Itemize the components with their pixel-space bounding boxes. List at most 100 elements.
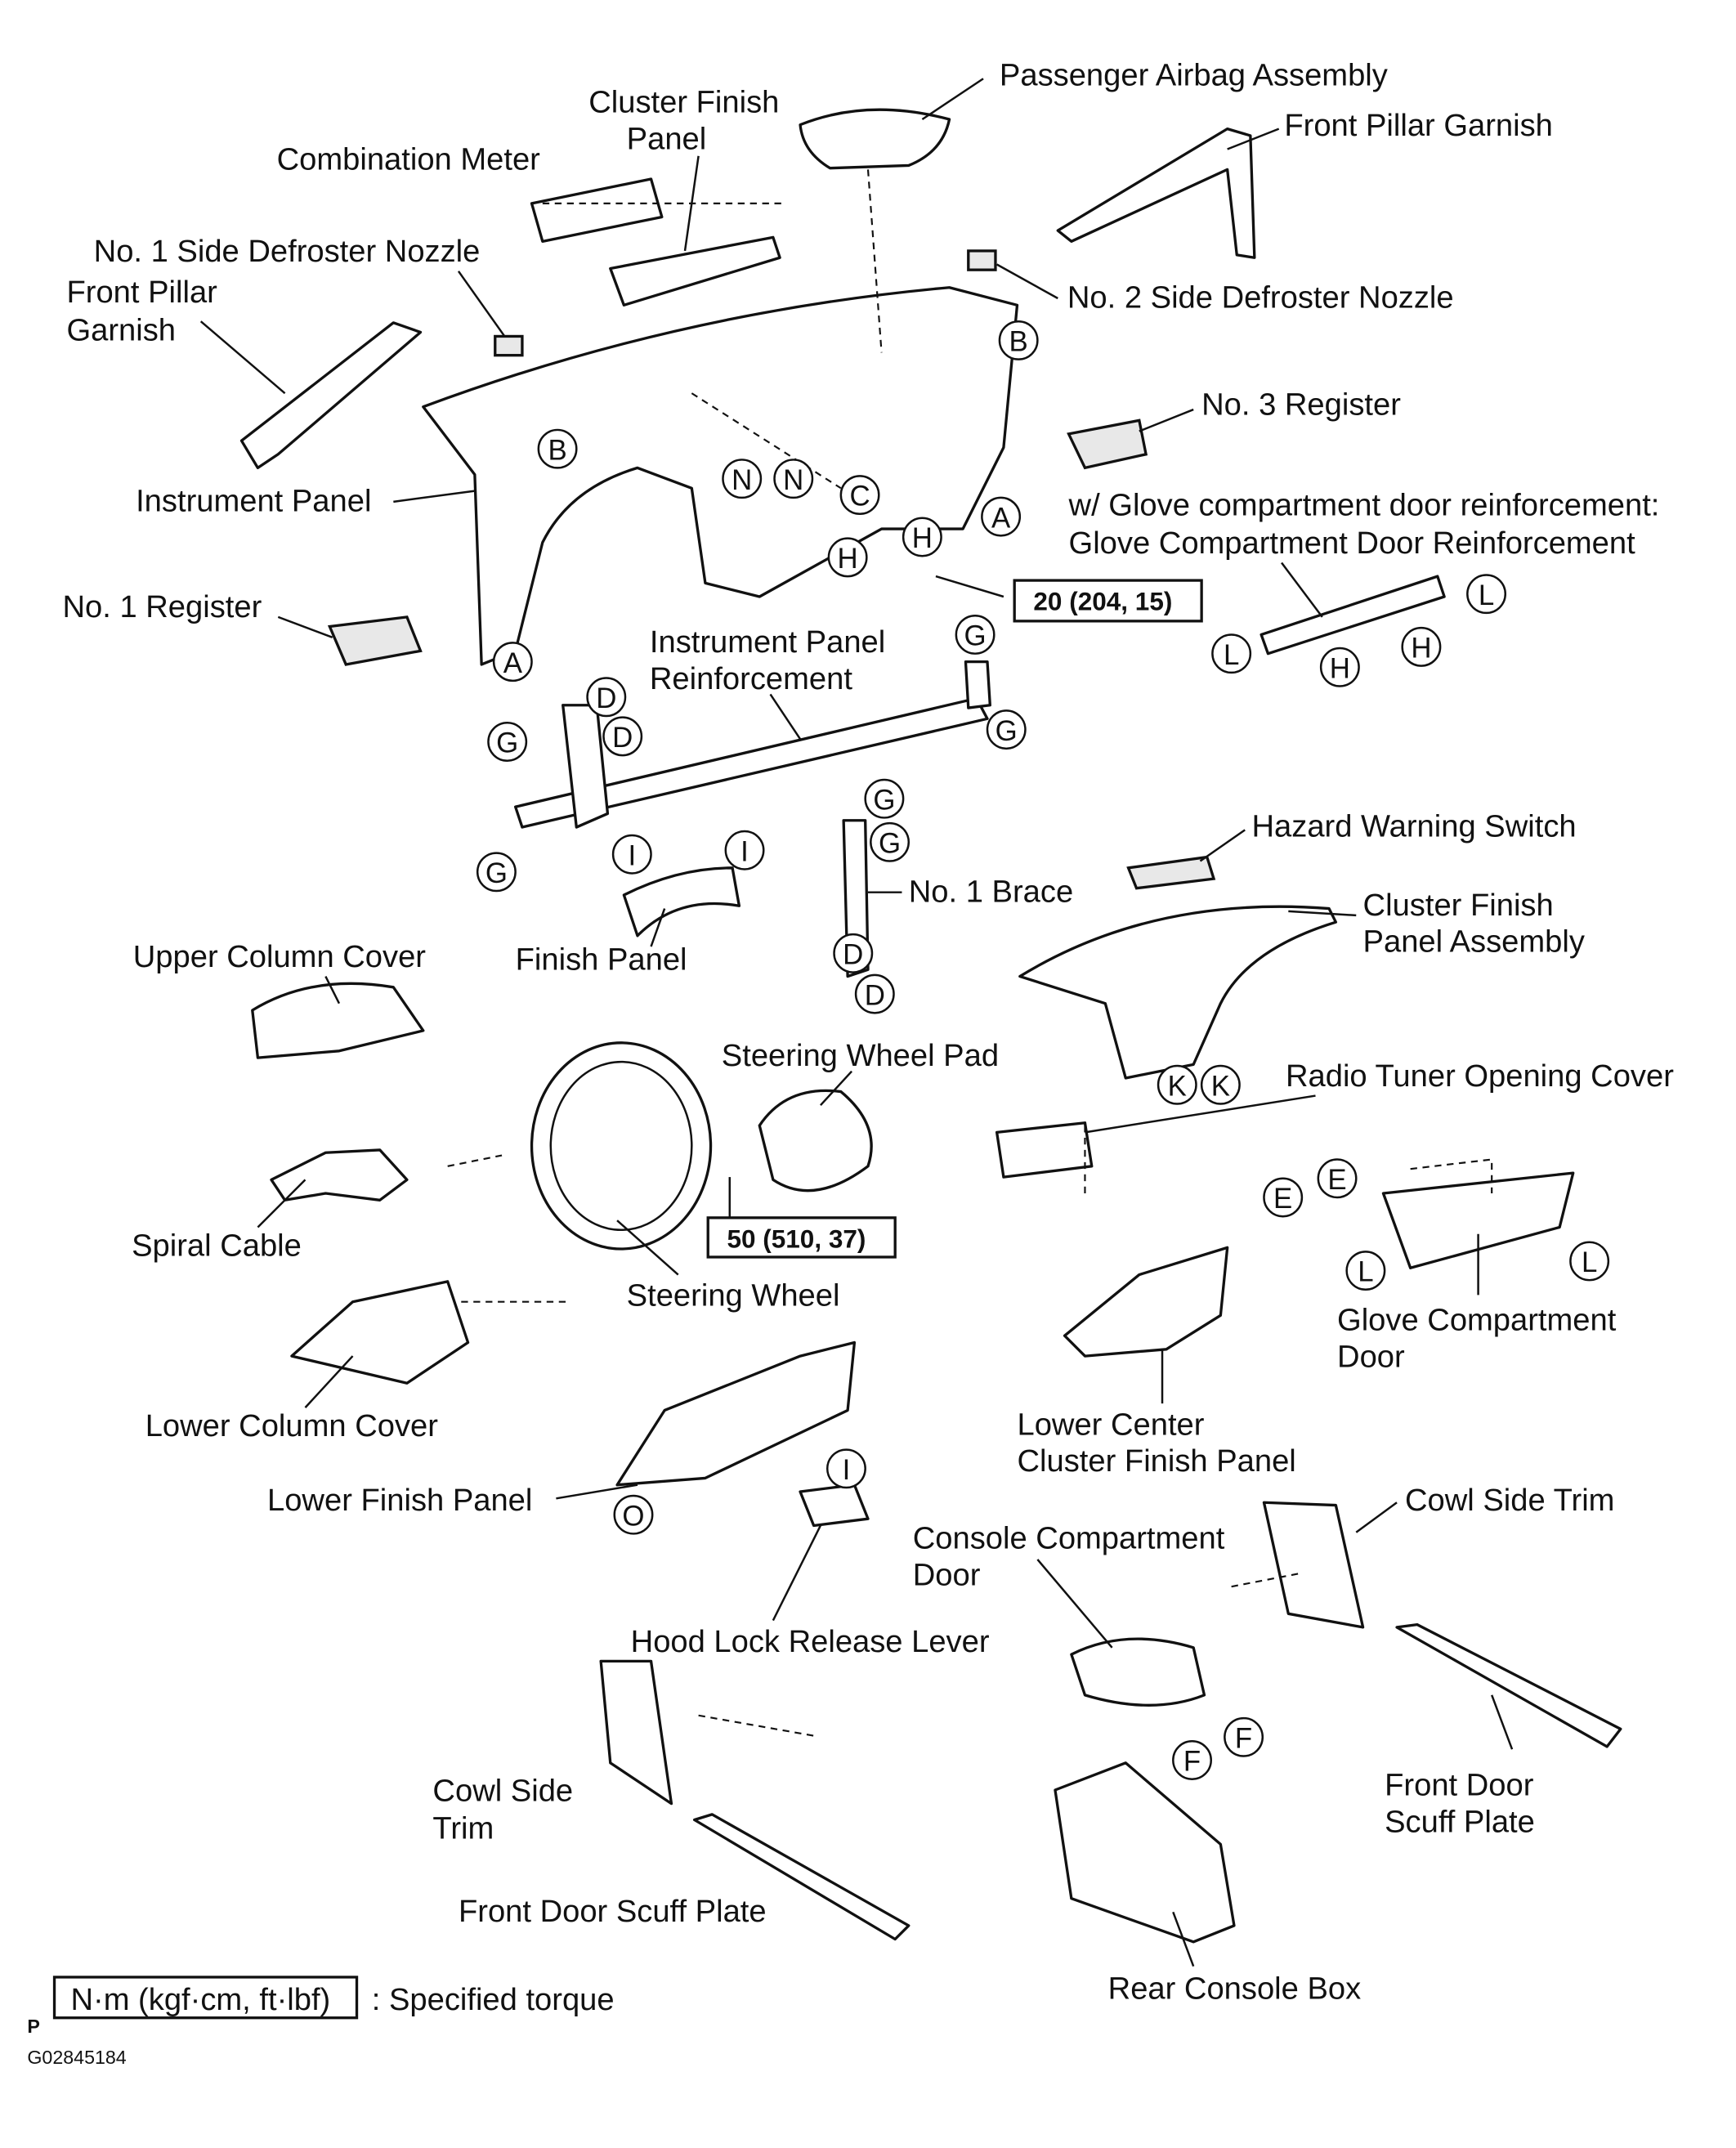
label-no3-register: No. 3 Register bbox=[1201, 387, 1401, 423]
callout-circle bbox=[902, 517, 942, 557]
label-spiral-cable: Spiral Cable bbox=[132, 1228, 302, 1263]
callout-letter: K bbox=[1211, 1070, 1230, 1102]
callout-circle bbox=[955, 614, 996, 655]
label-hood-lock: Hood Lock Release Lever bbox=[631, 1624, 990, 1659]
label-instrument-panel: Instrument Panel bbox=[136, 483, 371, 518]
label-upper-column-cover: Upper Column Cover bbox=[133, 939, 427, 974]
no3-register-shape bbox=[1067, 418, 1148, 470]
label-steering-wheel: Steering Wheel bbox=[627, 1278, 840, 1313]
legend-box bbox=[52, 1976, 359, 2020]
callout-letter: G bbox=[996, 715, 1018, 747]
callout-circle bbox=[1200, 1064, 1241, 1105]
callout-circle bbox=[1263, 1177, 1304, 1218]
callout-circle bbox=[1319, 647, 1360, 687]
callout-letter: E bbox=[1327, 1164, 1346, 1196]
callout-circle bbox=[1466, 574, 1507, 615]
callout-circle bbox=[870, 821, 911, 862]
callout-letter: D bbox=[865, 979, 885, 1011]
label-glove-reinf: Glove Compartment Door Reinforcement bbox=[1069, 526, 1636, 561]
label-scuff-r: Front Door bbox=[1385, 1768, 1534, 1803]
callout-letter: C bbox=[849, 481, 870, 512]
label-cluster-finish-assy-2: Panel Assembly bbox=[1363, 924, 1585, 960]
label-no1-register: No. 1 Register bbox=[63, 589, 262, 624]
callout-circle bbox=[1345, 1251, 1386, 1291]
label-rear-console: Rear Console Box bbox=[1108, 1971, 1362, 2007]
cowl-side-trim-right-shape bbox=[1262, 1501, 1365, 1629]
legend-meaning: : Specified torque bbox=[372, 1982, 615, 2017]
hazard-switch-shape bbox=[1126, 855, 1216, 890]
label-front-pillar-garnish-r: Front Pillar Garnish bbox=[1284, 108, 1553, 143]
label-passenger-airbag: Passenger Airbag Assembly bbox=[1000, 58, 1388, 93]
callout-circle bbox=[611, 834, 652, 875]
label-cluster-finish-assy: Cluster Finish bbox=[1363, 888, 1554, 923]
callout-circle bbox=[1401, 626, 1442, 667]
label-combination-meter: Combination Meter bbox=[277, 141, 541, 177]
label-front-pillar-garnish-l: Front Pillar bbox=[66, 275, 217, 310]
torque-box-ip bbox=[1013, 579, 1203, 623]
callout-circle bbox=[825, 1448, 866, 1489]
figure-code: G02845184 bbox=[27, 2047, 126, 2068]
part-labels: Passenger Airbag Assembly Cluster Finish… bbox=[63, 58, 1675, 2007]
callout-circle bbox=[613, 1494, 654, 1535]
label-no2-side-defroster: No. 2 Side Defroster Nozzle bbox=[1067, 280, 1454, 315]
steering-wheel-pad-shape bbox=[758, 1089, 873, 1193]
scuff-right-shape bbox=[1395, 1622, 1622, 1748]
callout-circle bbox=[724, 830, 765, 870]
label-steering-wheel-pad: Steering Wheel Pad bbox=[722, 1038, 999, 1073]
radio-tuner-cover-shape bbox=[995, 1121, 1094, 1179]
label-console-door-2: Door bbox=[913, 1557, 981, 1592]
label-no1-side-defroster: No. 1 Side Defroster Nozzle bbox=[94, 234, 481, 269]
torque-box-steering bbox=[706, 1216, 897, 1259]
callout-letter: L bbox=[1582, 1246, 1597, 1278]
legend-unit: N·m (kgf·cm, ft·lbf) bbox=[70, 1982, 330, 2017]
label-cowl-side-trim-l: Cowl Side bbox=[432, 1773, 573, 1808]
callout-circle bbox=[773, 459, 814, 499]
callout-letter: F bbox=[1235, 1722, 1252, 1754]
no1-defroster-shape bbox=[494, 334, 524, 357]
callout-letter: N bbox=[732, 464, 752, 496]
label-scuff-r-2: Scuff Plate bbox=[1385, 1804, 1535, 1839]
console-door-shape bbox=[1070, 1637, 1206, 1707]
callout-letter: D bbox=[612, 722, 633, 754]
no2-defroster-shape bbox=[967, 249, 997, 271]
label-ip-reinf-2: Reinforcement bbox=[650, 661, 852, 696]
label-glove-reinf-note: w/ Glove compartment door reinforcement: bbox=[1068, 487, 1660, 522]
label-radio-tuner-cover: Radio Tuner Opening Cover bbox=[1286, 1058, 1674, 1094]
callout-letter: B bbox=[548, 434, 566, 466]
callout-letter: G bbox=[485, 857, 508, 889]
callout-circle bbox=[998, 320, 1039, 360]
callout-circle bbox=[864, 778, 905, 819]
callout-letter: D bbox=[596, 682, 616, 714]
label-front-pillar-garnish-l-2: Garnish bbox=[66, 312, 176, 347]
torque-steering-nut: 50 (510, 37) bbox=[727, 1224, 866, 1253]
cowl-side-trim-left-shape bbox=[599, 1659, 673, 1806]
label-glove-door-2: Door bbox=[1337, 1339, 1405, 1374]
callout-letter: D bbox=[843, 939, 863, 971]
label-finish-panel: Finish Panel bbox=[516, 942, 687, 977]
steering-wheel-inner bbox=[549, 1060, 693, 1232]
callout-circle bbox=[827, 537, 868, 578]
callout-letter: I bbox=[628, 839, 636, 871]
callout-circle bbox=[476, 852, 517, 893]
passenger-airbag-shape bbox=[799, 108, 951, 170]
glove-door-shape bbox=[1381, 1171, 1575, 1269]
callout-circle bbox=[537, 428, 578, 469]
label-lower-column-cover: Lower Column Cover bbox=[145, 1408, 439, 1443]
combination-meter-shape bbox=[530, 177, 664, 243]
callout-letter: H bbox=[1330, 652, 1350, 684]
callout-circle bbox=[1211, 633, 1252, 674]
label-cluster-finish-panel-2: Panel bbox=[627, 122, 707, 157]
lower-finish-panel-shape bbox=[615, 1340, 857, 1487]
lower-center-panel-shape bbox=[1063, 1246, 1229, 1358]
front-pillar-garnish-left-shape bbox=[239, 321, 423, 470]
label-glove-door: Glove Compartment bbox=[1337, 1303, 1617, 1338]
callout-letter: L bbox=[1479, 580, 1494, 611]
label-cowl-side-trim-l-2: Trim bbox=[432, 1811, 494, 1846]
rear-console-shape bbox=[1054, 1761, 1236, 1944]
hood-lock-shape bbox=[799, 1483, 870, 1528]
callout-letter: K bbox=[1168, 1070, 1187, 1102]
callout-circle bbox=[839, 475, 880, 516]
callout-letter: G bbox=[496, 727, 518, 759]
label-hazard-switch: Hazard Warning Switch bbox=[1252, 809, 1577, 844]
callout-letter: L bbox=[1358, 1256, 1373, 1288]
